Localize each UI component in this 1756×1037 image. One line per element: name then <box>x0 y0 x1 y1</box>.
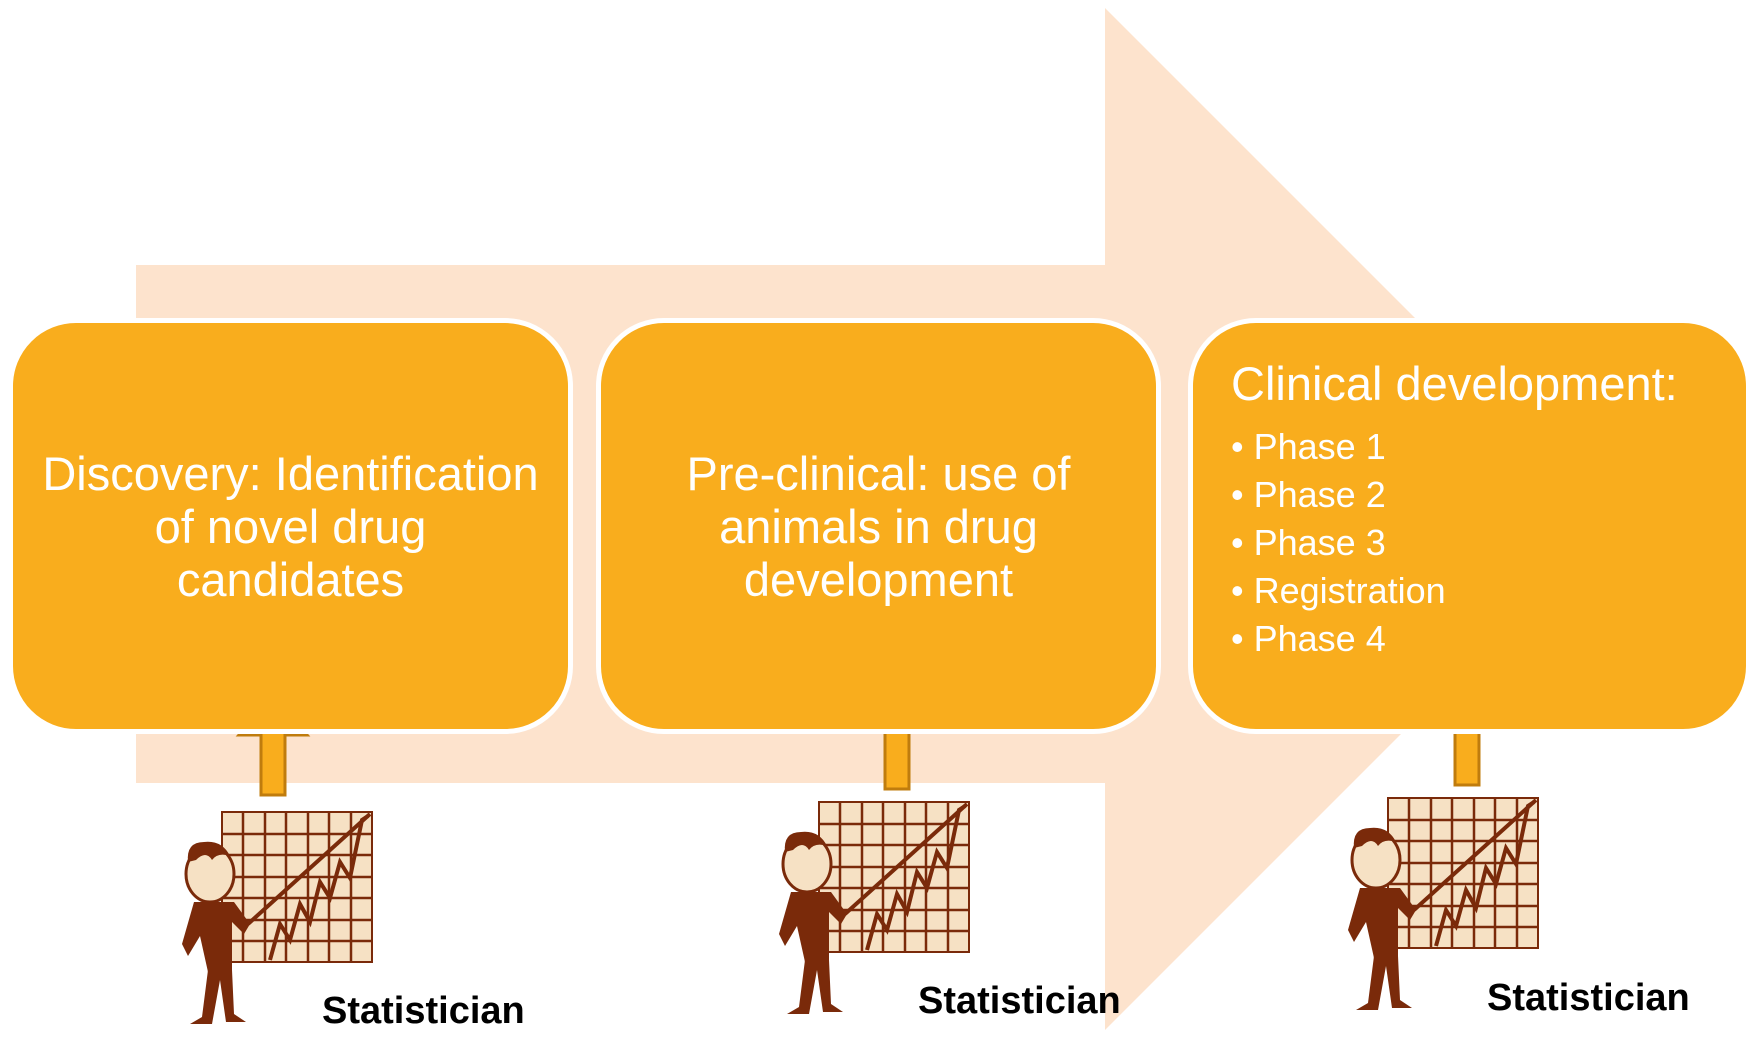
statistician-label: Statistician <box>918 980 1121 1022</box>
clinical-phase-list: Phase 1 Phase 2 Phase 3 Registration Pha… <box>1231 423 1678 663</box>
clinical-phase-item: Registration <box>1231 567 1678 615</box>
statistician-label: Statistician <box>322 990 525 1032</box>
clinical-phase-item: Phase 3 <box>1231 519 1678 567</box>
clinical-phase-item: Phase 4 <box>1231 615 1678 663</box>
stage-discovery-text: Discovery: Identification of novel drug … <box>42 446 539 606</box>
stage-clinical-box: Clinical development: Phase 1 Phase 2 Ph… <box>1188 318 1751 734</box>
clinical-phase-item: Phase 1 <box>1231 423 1678 471</box>
statistician-label: Statistician <box>1487 977 1690 1019</box>
clinical-phase-item: Phase 2 <box>1231 471 1678 519</box>
stage-preclinical-text: Pre-clinical: use of animals in drug dev… <box>686 446 1071 606</box>
stage-clinical-title: Clinical development: <box>1231 357 1678 410</box>
stage-preclinical-box: Pre-clinical: use of animals in drug dev… <box>596 318 1161 734</box>
stage-discovery-box: Discovery: Identification of novel drug … <box>8 318 573 734</box>
